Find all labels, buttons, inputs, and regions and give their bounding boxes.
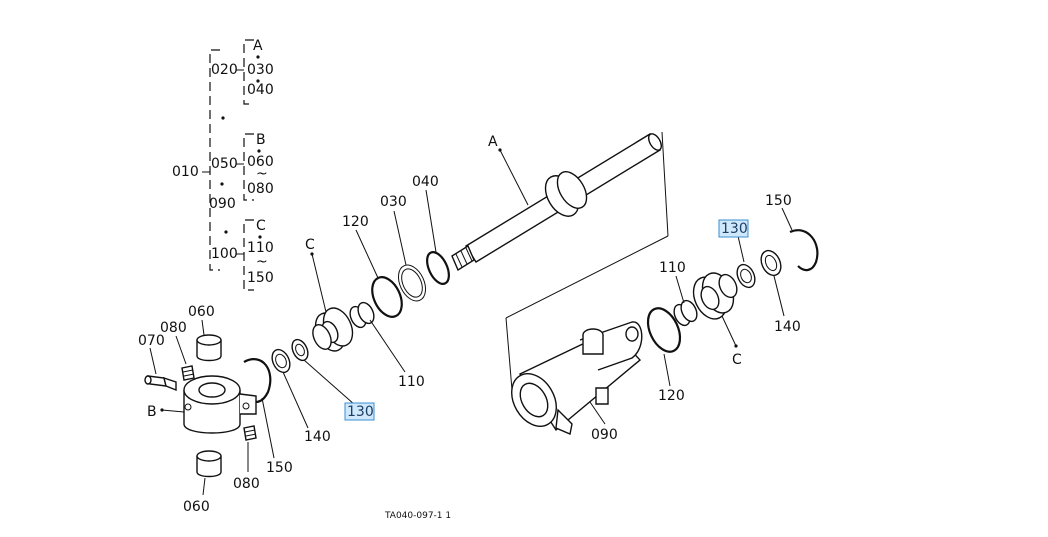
label-110-left: 110	[398, 374, 425, 390]
label-130-right[interactable]: 130	[721, 221, 748, 237]
tree-node-020: 020	[211, 62, 238, 78]
tree-item-090: 090	[209, 196, 236, 212]
figure-code: TA040-097-1 1	[384, 511, 451, 521]
bushing-060-bottom	[196, 450, 222, 478]
seal-140-left	[271, 348, 291, 374]
tree-item-110: 110	[247, 240, 274, 256]
label-120-right: 120	[658, 388, 685, 404]
label-a-rod: A	[488, 134, 498, 150]
label-c-left: C	[305, 237, 315, 253]
seal-130-right	[736, 263, 756, 289]
tree-node-050: 050	[211, 156, 238, 172]
tree-node-100: 100	[211, 246, 238, 262]
tree-main-bracket	[209, 49, 220, 271]
label-130-left[interactable]: 130	[347, 404, 374, 420]
tree-item-030: 030	[247, 62, 274, 78]
label-140-left: 140	[304, 429, 331, 445]
oring-040	[426, 251, 450, 285]
label-c-right: C	[732, 352, 742, 368]
tree-tilde-c: ~	[256, 254, 268, 270]
oring-030	[397, 264, 427, 302]
snap-ring-150-right	[789, 229, 819, 272]
grease-fitting-070	[144, 375, 177, 392]
cylinder-body-090	[511, 321, 643, 435]
highlight-130-right[interactable]	[718, 219, 749, 238]
highlight-130-left[interactable]	[344, 402, 375, 421]
bushing-110-left	[349, 301, 375, 329]
tree-bracket-b	[243, 133, 254, 201]
tree-item-150: 150	[247, 270, 274, 286]
tree-tilde-b: ~	[256, 166, 268, 182]
label-150-right: 150	[765, 193, 792, 209]
label-b-block: B	[147, 404, 157, 420]
tree-group-b-letter: B	[256, 132, 266, 148]
tree-item-060: 060	[247, 154, 274, 170]
tree-group-c-letter: C	[256, 218, 266, 234]
label-080-top: 080	[160, 320, 187, 336]
label-060-bottom: 060	[183, 499, 210, 515]
gland-c-right	[692, 272, 738, 320]
label-110-right: 110	[659, 260, 686, 276]
bushing-110-right	[673, 299, 698, 327]
oring-120-left	[371, 276, 403, 318]
label-140-right: 140	[774, 319, 801, 335]
label-030: 030	[380, 194, 407, 210]
tree-bracket-c	[243, 219, 254, 291]
piston-rod-a	[451, 131, 669, 391]
tree-bracket-a	[243, 39, 254, 105]
label-040: 040	[412, 174, 439, 190]
parts-tree: 010 A 020 030 040 B 050 060 ~ 080 090 C …	[172, 38, 274, 291]
label-150-left: 150	[266, 460, 293, 476]
tree-item-080: 080	[247, 181, 274, 197]
seal-130-left	[291, 338, 309, 362]
label-120-left: 120	[342, 214, 369, 230]
set-screw-080-top	[181, 365, 195, 381]
oring-120-right	[646, 307, 682, 353]
label-060-top: 060	[188, 304, 215, 320]
label-080-bottom: 080	[233, 476, 260, 492]
set-screw-080-bottom	[243, 425, 257, 441]
tree-item-040: 040	[247, 82, 274, 98]
label-090: 090	[591, 427, 618, 443]
seal-140-right	[760, 249, 782, 277]
bushing-060-top	[196, 334, 222, 362]
gland-c-left	[312, 307, 354, 352]
tree-group-a-letter: A	[253, 38, 263, 54]
label-070: 070	[138, 333, 165, 349]
clevis-block-b	[183, 375, 257, 434]
tree-root-010: 010	[172, 164, 199, 180]
